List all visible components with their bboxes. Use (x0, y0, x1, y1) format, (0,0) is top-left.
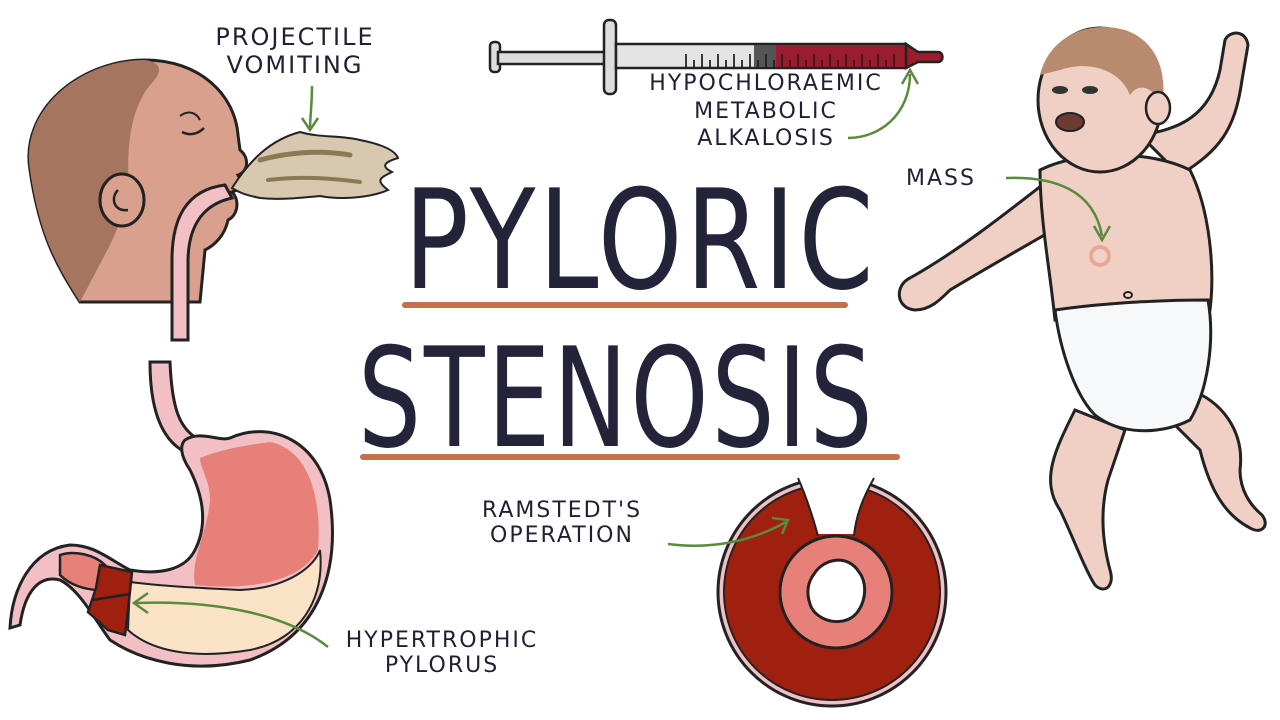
baby-vomiting-illustration (27, 58, 400, 342)
ear-icon (98, 172, 146, 228)
ramstedts-operation-label: RAMSTEDT'S OPERATION (481, 498, 643, 549)
mass-label: MASS (906, 166, 976, 191)
page-title-line-1: PYLORIC (404, 160, 877, 321)
hypochloraemic-metabolic-alkalosis-label: HYPOCHLORAEMIC METABOLIC ALKALOSIS (649, 71, 883, 151)
infant-with-mass-illustration (897, 26, 1267, 591)
hypertrophic-pylorus-label: HYPERTROPHIC PYLORUS (345, 628, 539, 679)
projectile-vomiting-arrow-icon (300, 85, 320, 133)
page-title-line-2: STENOSIS (358, 318, 876, 479)
ramstedts-operation-arrow-icon (667, 516, 790, 547)
abdominal-mass-icon (1089, 245, 1111, 267)
mass-arrow-icon (1005, 176, 1112, 243)
title-underline-1 (402, 302, 848, 308)
projectile-vomiting-label: PROJECTILE VOMITING (215, 23, 375, 79)
pyloromyotomy-cross-section-illustration (716, 476, 948, 708)
title-underline-2 (360, 454, 900, 460)
syringe-blood-sample-illustration (488, 18, 944, 96)
hypertrophic-pylorus-muscle-icon (86, 563, 134, 637)
alkalosis-arrow-icon (847, 67, 920, 140)
hypertrophic-pylorus-arrow-icon (131, 591, 329, 648)
stomach-cross-section-illustration (8, 360, 334, 668)
